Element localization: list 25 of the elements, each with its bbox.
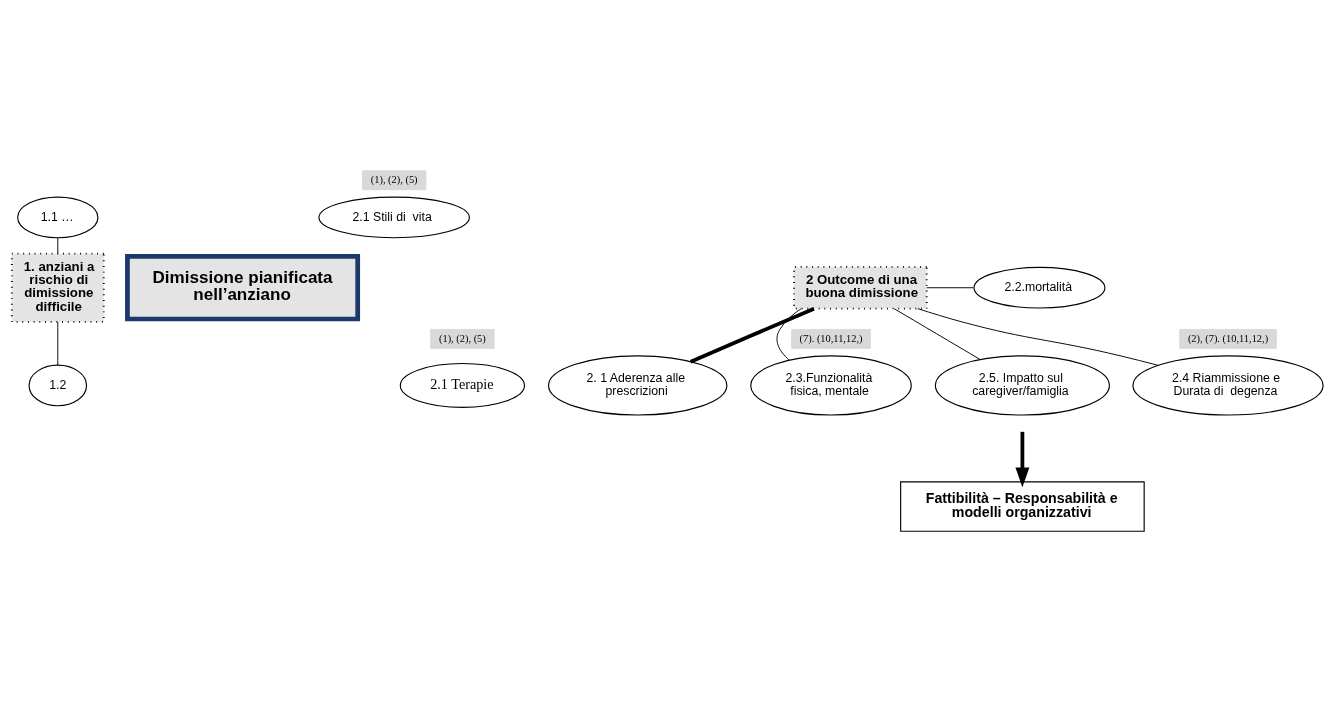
node-ellipse: 2.3.Funzionalità fisica, mentale xyxy=(750,355,912,416)
node-ellipse: 2.4 Riammissione e Durata di degenza xyxy=(1132,355,1324,416)
node-label: (7). (10,11,12,) xyxy=(799,332,863,344)
node-ellipse: 2.1 Stili di vita xyxy=(318,196,470,239)
node-ellipse: 2.1 Terapie xyxy=(399,362,526,408)
node-ellipse: 1.2 xyxy=(28,364,88,407)
connector xyxy=(893,308,981,360)
connector xyxy=(776,308,802,361)
node-label: (1), (2), (5) xyxy=(438,332,486,344)
connector xyxy=(57,321,59,366)
node-label: (1), (2), (5) xyxy=(370,173,418,185)
node-label: (2), (7). (10,11,12,) xyxy=(1187,332,1269,344)
node-ellipse: 2.5. Impatto sul caregiver/famiglia xyxy=(934,355,1110,416)
node-ellipse: 2.2.mortalità xyxy=(973,266,1106,309)
arrow xyxy=(1015,431,1030,488)
connector xyxy=(926,287,974,289)
node-box: Dimissione pianificata nell’anziano xyxy=(125,254,361,322)
node-box: 2 Outcome di una buona dimissione xyxy=(793,265,928,310)
connector xyxy=(57,237,59,254)
connector xyxy=(689,306,815,364)
node-box: Fattibilità – Responsabilità e modelli organizzativi xyxy=(900,481,1145,532)
connector xyxy=(917,308,1159,366)
node-ellipse: 2. 1 Aderenza alle prescrizioni xyxy=(547,355,728,416)
node-ellipse: 1.1 … xyxy=(17,196,99,239)
node-box: 1. anziani a rischio di dimissione difficile xyxy=(10,252,105,323)
